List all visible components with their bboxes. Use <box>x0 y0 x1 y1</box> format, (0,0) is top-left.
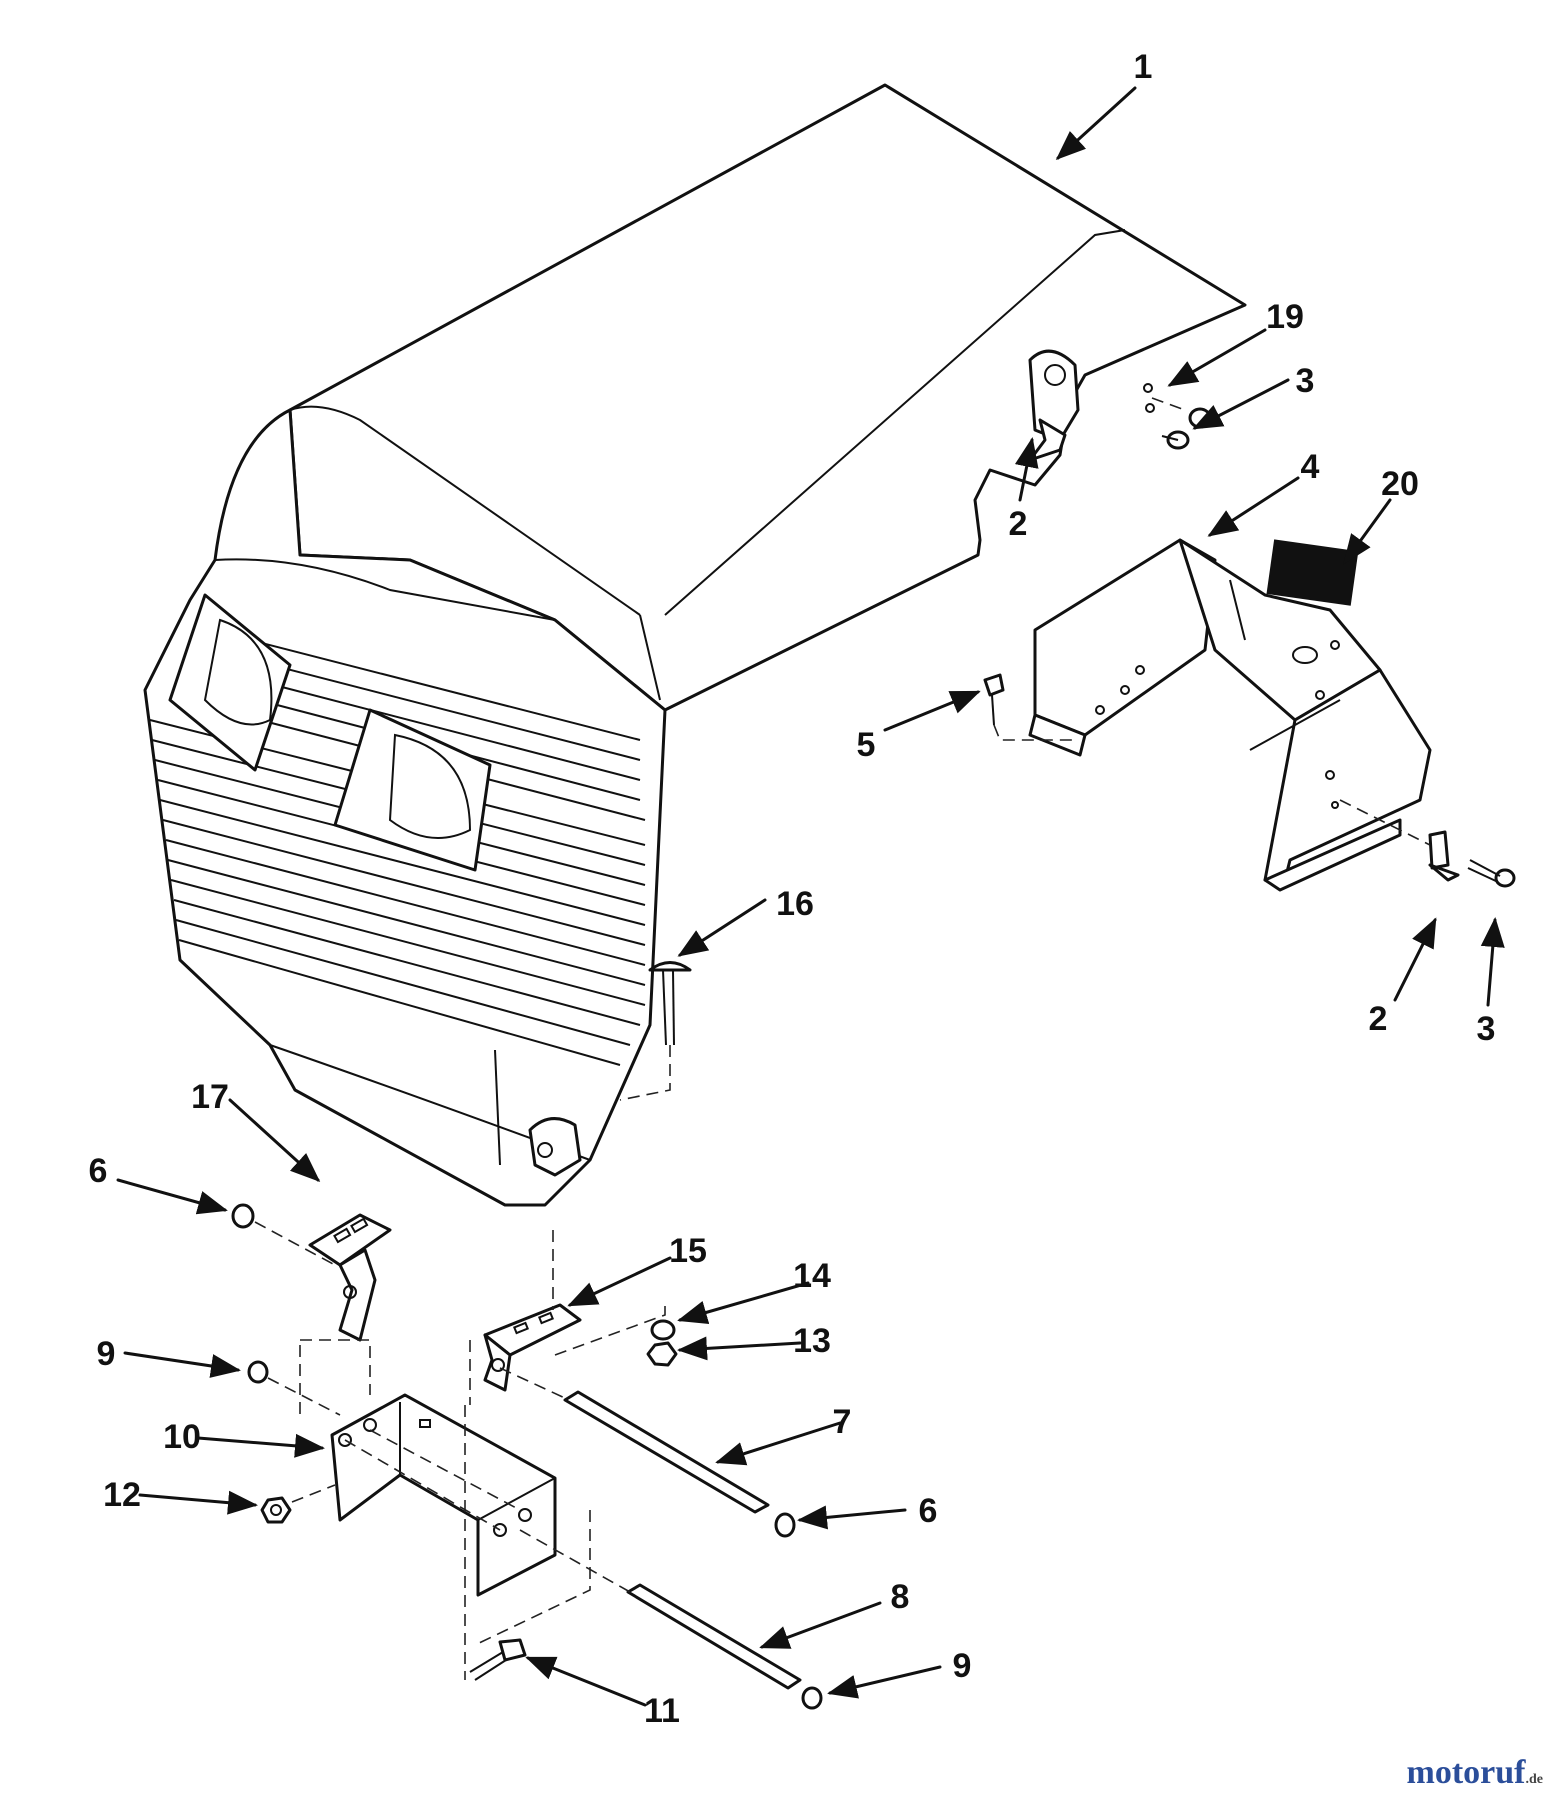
callout-8: 8 <box>891 1578 910 1616</box>
callout-4: 4 <box>1301 448 1320 486</box>
callout-15: 15 <box>669 1232 707 1270</box>
callout-20: 20 <box>1381 465 1419 503</box>
callout-12: 12 <box>103 1476 141 1514</box>
callout-6: 6 <box>89 1152 108 1190</box>
hardware <box>231 383 1516 1710</box>
callout-2: 2 <box>1009 505 1028 543</box>
headlight-left <box>168 593 292 772</box>
headlight-right <box>333 708 492 872</box>
callout-11: 11 <box>644 1692 680 1730</box>
brand-name: motoruf <box>1406 1754 1526 1791</box>
callout-3-right: 3 <box>1477 1010 1496 1048</box>
callout-6-lower: 6 <box>919 1492 938 1530</box>
callout-2-right: 2 <box>1369 1000 1388 1038</box>
brand-watermark: motoruf.de <box>1407 1754 1543 1792</box>
callout-16: 16 <box>776 885 814 923</box>
callout-5: 5 <box>857 726 876 764</box>
callout-9-lower: 9 <box>953 1647 972 1685</box>
callout-19: 19 <box>1266 298 1304 336</box>
rear-bracket <box>1028 538 1432 892</box>
callout-leaders <box>116 86 1505 1707</box>
brand-tld: .de <box>1525 1772 1544 1787</box>
callout-7: 7 <box>833 1403 852 1441</box>
callout-9: 9 <box>97 1335 116 1373</box>
callout-1: 1 <box>1134 48 1153 86</box>
callout-labels: 1 19 3 2 4 20 5 16 2 3 17 6 15 14 13 9 1… <box>89 48 1496 1730</box>
callout-3: 3 <box>1296 362 1315 400</box>
hood <box>143 83 1247 1207</box>
callout-17: 17 <box>191 1078 229 1116</box>
callout-14: 14 <box>793 1257 831 1295</box>
callout-13: 13 <box>793 1322 831 1360</box>
callout-10: 10 <box>163 1418 201 1456</box>
